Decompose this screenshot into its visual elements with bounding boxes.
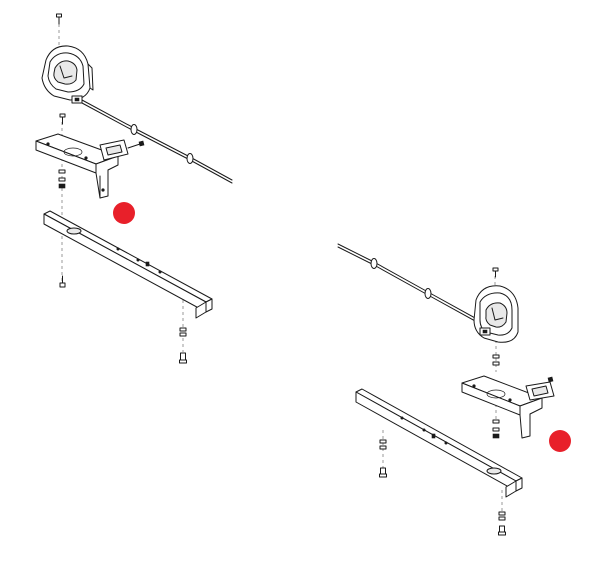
right-mounting-rail bbox=[355, 388, 523, 498]
left-rail-bottom-bolt bbox=[59, 275, 66, 288]
left-cable bbox=[81, 99, 233, 184]
left-assembly bbox=[35, 13, 233, 364]
left-rail-end-bolt bbox=[179, 327, 187, 364]
right-rail-left-bolt bbox=[379, 439, 387, 478]
right-rail-end-bolt bbox=[498, 511, 506, 536]
left-top-screw bbox=[56, 13, 62, 25]
left-bracket-nuts bbox=[58, 169, 66, 189]
left-bracket-screw bbox=[59, 113, 66, 125]
right-assembly bbox=[337, 243, 571, 536]
right-callout-dot[interactable] bbox=[549, 430, 571, 452]
right-sensor-housing bbox=[473, 285, 519, 343]
right-bracket-washers bbox=[492, 354, 500, 366]
left-small-plate bbox=[99, 139, 145, 161]
right-mounting-bracket bbox=[461, 375, 543, 439]
left-mounting-rail bbox=[43, 210, 213, 319]
right-bracket-nuts bbox=[492, 419, 500, 439]
right-small-plate bbox=[525, 376, 555, 401]
left-mounting-bracket bbox=[35, 133, 119, 199]
left-sensor-housing bbox=[41, 45, 94, 104]
right-cable bbox=[337, 243, 487, 328]
left-callout-dot[interactable] bbox=[113, 202, 135, 224]
right-top-screw bbox=[492, 267, 499, 278]
